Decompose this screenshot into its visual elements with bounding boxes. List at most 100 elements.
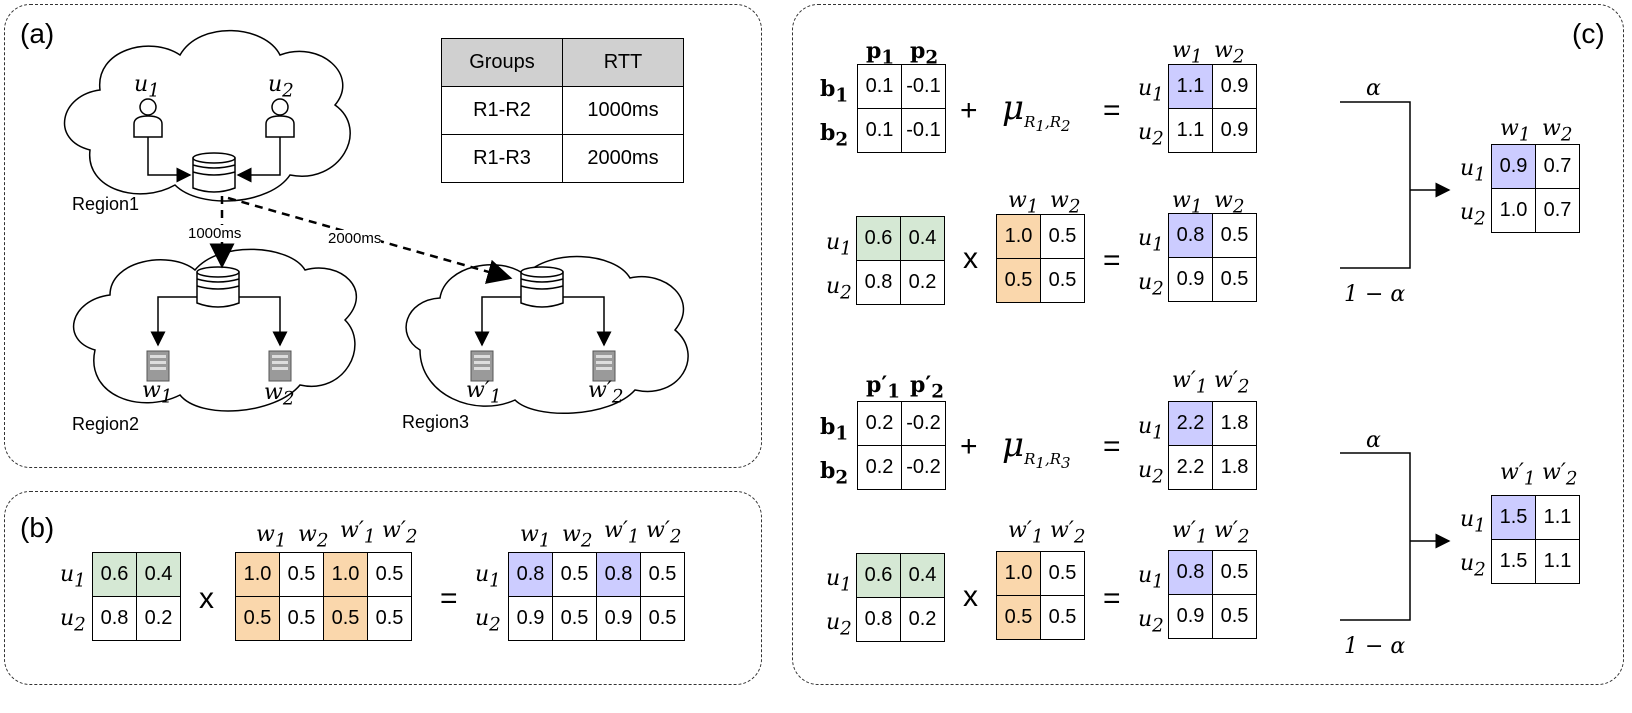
matrix-cell: 0.9	[1212, 108, 1257, 153]
worker-label-w2-prime: w′2	[588, 378, 624, 408]
col-label-w1-prime: w′1	[1500, 460, 1536, 490]
row-label-u2: u2	[1138, 458, 1164, 488]
col-label-w2: w2	[1050, 188, 1081, 218]
row-label-u1: u1	[1138, 563, 1164, 593]
rtt-cell: R1-R3	[441, 134, 563, 183]
col-label-w2: w2	[1214, 38, 1245, 68]
rtt-cell: R1-R2	[441, 86, 563, 135]
col-label-w2-prime: w′2	[1214, 518, 1250, 548]
col-label-w2-prime: w′2	[1214, 368, 1250, 398]
row-label-u2: u2	[826, 610, 852, 640]
matrix-cell: 0.5	[1212, 213, 1257, 258]
matrix-cell: 1.5	[1491, 539, 1536, 584]
matrix-cell: 1.0	[1491, 188, 1536, 233]
bias-matrix-r2: 0.1-0.1 0.1-0.1	[857, 64, 946, 153]
matrix-cell: 0.8	[92, 596, 137, 641]
mu-r1-r2: μR1,R2	[1002, 88, 1071, 135]
one-minus-alpha-label: 1 − α	[1344, 282, 1406, 307]
matrix-cell: 0.9	[1168, 594, 1213, 639]
row-label-u1: u1	[475, 562, 501, 592]
matrix-cell: 0.8	[856, 260, 901, 305]
matrix-cell: 1.8	[1212, 445, 1257, 490]
matrix-cell: 0.5	[1040, 551, 1085, 596]
col-label-w2: w2	[562, 522, 593, 552]
matrix-cell: 0.7	[1535, 144, 1580, 189]
col-label-w2-prime: w′2	[1542, 460, 1578, 490]
col-label-w2-prime: w′2	[1050, 518, 1086, 548]
col-label-w2-prime: w′2	[382, 518, 418, 548]
matrix-cell: 0.8	[508, 552, 553, 597]
matrix-cell: 1.1	[1168, 108, 1213, 153]
database-icon	[192, 152, 236, 193]
latency-r1-r2-label: 1000ms	[188, 225, 242, 242]
col-label-p1-prime: p′1	[866, 372, 900, 403]
matrix-cell: 0.5	[996, 595, 1041, 640]
matrix-cell: 0.7	[1535, 188, 1580, 233]
col-label-p2-prime: p′2	[910, 372, 944, 403]
row-label-u1: u1	[60, 562, 86, 592]
matrix-cell: 2.2	[1168, 401, 1213, 446]
matrix-cell: 0.5	[552, 596, 597, 641]
col-label-w1-prime: w′1	[604, 518, 640, 548]
col-label-w1-prime: w′1	[1008, 518, 1044, 548]
row-label-u1: u1	[1138, 76, 1164, 106]
matrix-cell: 0.5	[1212, 594, 1257, 639]
row-label-u1: u1	[826, 566, 852, 596]
matrix-cell: 0.9	[1212, 64, 1257, 109]
row-label-b1: b1	[820, 76, 849, 107]
rtt-cell: 2000ms	[562, 134, 684, 183]
matrix-cell: 1.1	[1535, 495, 1580, 540]
matrix-cell: 0.5	[367, 596, 412, 641]
rtt-cell: 1000ms	[562, 86, 684, 135]
database-icon	[196, 266, 240, 308]
panel-c	[792, 4, 1624, 685]
rtt-header-rtt: RTT	[562, 38, 684, 87]
alpha-label: α	[1366, 76, 1381, 101]
equals-operator: =	[1103, 582, 1121, 615]
matrix-cell: 0.9	[1491, 144, 1536, 189]
col-label-w1: w1	[1500, 116, 1531, 146]
matrix-cell: 0.2	[857, 445, 902, 490]
matrix-cell: 0.5	[1212, 257, 1257, 302]
matrix-cell: 0.6	[856, 216, 901, 261]
matrix-cell: 0.2	[900, 597, 945, 642]
server-icon	[146, 350, 616, 382]
matrix-cell: 0.5	[1040, 214, 1085, 259]
matrix-cell: 0.9	[508, 596, 553, 641]
matrix-cell: 0.5	[640, 552, 685, 597]
col-label-w1: w1	[256, 522, 287, 552]
matrix-cell: 0.9	[1168, 257, 1213, 302]
row-label-u2: u2	[1138, 607, 1164, 637]
col-label-w2-prime: w′2	[646, 518, 682, 548]
row-label-u2: u2	[1460, 551, 1486, 581]
panel-a	[4, 4, 762, 468]
matrix-cell: 0.5	[1212, 550, 1257, 595]
user-label-u1: u1	[134, 72, 160, 102]
equals-operator: =	[1103, 244, 1121, 277]
cloud-region1	[63, 29, 351, 202]
matrix-cell: 1.8	[1212, 401, 1257, 446]
matrix-cell: 1.0	[323, 552, 368, 597]
matrix-cell: -0.1	[901, 108, 946, 153]
col-label-w2: w2	[1214, 188, 1245, 218]
worker-label-w2: w2	[264, 380, 295, 410]
row-label-u2: u2	[826, 274, 852, 304]
col-label-w1: w1	[1172, 188, 1203, 218]
matrix-cell: 1.0	[235, 552, 280, 597]
matrix-cell: 0.5	[323, 596, 368, 641]
matrix-cell: 0.8	[856, 597, 901, 642]
matrix-cell: -0.2	[901, 401, 946, 446]
panel-b	[4, 491, 762, 685]
times-operator: x	[199, 582, 214, 615]
matrix-cell: 0.1	[857, 108, 902, 153]
col-label-w2: w2	[1542, 116, 1573, 146]
times-operator: x	[963, 580, 978, 613]
matrix-cell: 0.5	[996, 258, 1041, 303]
row-label-u2: u2	[60, 606, 86, 636]
